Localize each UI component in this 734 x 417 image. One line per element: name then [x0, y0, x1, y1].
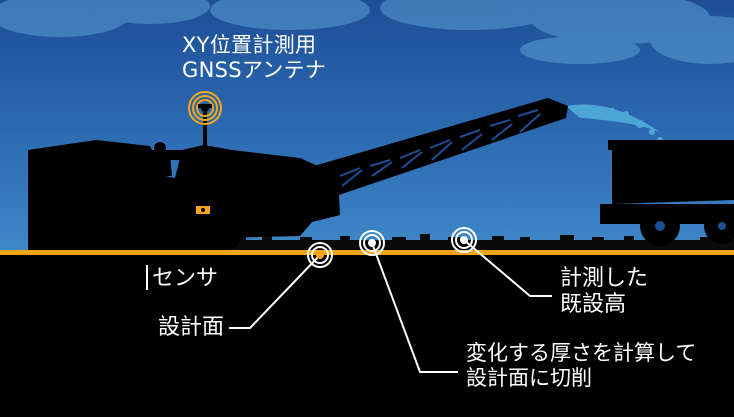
- design-surface-line: [0, 250, 734, 255]
- sensor-label-text: センサ: [152, 266, 219, 291]
- cut-thickness-label-line2: 設計面に切削: [466, 365, 592, 390]
- gnss-antenna-label-line1: XY位置計測用: [182, 33, 317, 57]
- sensor-target-icon: [359, 230, 385, 256]
- dump-truck-icon: [600, 140, 734, 246]
- sensor-target-icon: [451, 227, 477, 253]
- gnss-antenna-label: XY位置計測用 GNSSアンテナ: [182, 33, 326, 83]
- truck-wheel-hubs: [655, 221, 726, 231]
- gnss-antenna-label-line2: GNSSアンテナ: [182, 57, 327, 82]
- clouds: [0, 0, 734, 64]
- design-surface-label-text: 設計面: [158, 315, 225, 340]
- sensor-target-icon: [307, 242, 333, 268]
- leader-design: [229, 254, 321, 329]
- warning-sticker: [196, 206, 210, 214]
- cut-thickness-label-line1: 変化する厚さを計算して: [466, 341, 697, 365]
- leader-thickness: [371, 242, 458, 373]
- leader-lines: [146, 239, 552, 373]
- measured-height-label-line2: 既設高: [560, 291, 627, 317]
- sensor-label: センサ: [152, 266, 218, 292]
- gnss-antenna-icon: [188, 91, 222, 125]
- leader-measured: [463, 239, 552, 297]
- road-milling-machine-icon: [28, 98, 568, 250]
- ground-fill: [0, 253, 734, 417]
- conveyor-lattice: [339, 109, 541, 187]
- cut-thickness-label: 変化する厚さを計算して 設計面に切削: [466, 341, 696, 391]
- design-surface-label: 設計面: [158, 315, 224, 341]
- measured-height-label-line1: 計測した: [560, 266, 649, 291]
- measured-height-label: 計測した 既設高: [560, 266, 648, 318]
